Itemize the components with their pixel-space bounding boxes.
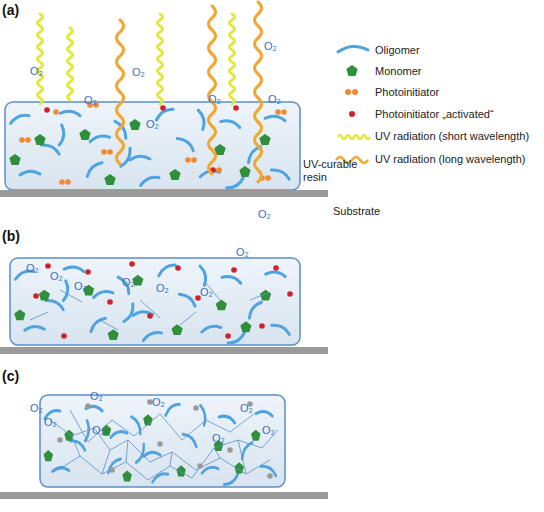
oxygen-label: O₂ — [146, 118, 159, 131]
substrate — [0, 492, 328, 499]
oxygen-label: O₂ — [152, 396, 165, 409]
substrate — [0, 347, 328, 354]
oxygen-label: O₂ — [208, 93, 221, 106]
spent-photoinitiators — [57, 399, 273, 479]
oxygen-label: O₂ — [74, 280, 87, 293]
uv-radiation — [38, 2, 262, 182]
network-lines — [50, 410, 278, 480]
part-label: Substrate — [333, 205, 380, 218]
oxygen-label: O₂ — [26, 262, 39, 275]
oxygen-label: O₂ — [212, 432, 225, 445]
network-lines — [30, 282, 270, 330]
oxygen-label: O₂ — [264, 40, 277, 53]
oxygen-label: O₂ — [132, 66, 145, 79]
oxygen-label: O₂ — [240, 402, 253, 415]
legend-text: UV radiation (long wavelength) — [375, 153, 525, 166]
oxygen-label: O₂ — [30, 65, 43, 78]
legend-text: Photoinitiator — [375, 86, 439, 99]
activated-photoinitiators — [33, 261, 293, 339]
resin-layer — [40, 395, 285, 487]
resin-content — [9, 107, 290, 191]
panel-letter: (a) — [2, 2, 19, 18]
oxygen-label: O₂ — [258, 208, 271, 221]
oxygen-label: O₂ — [90, 390, 103, 403]
resin-layer — [10, 258, 300, 345]
oxygen-label: O₂ — [262, 424, 275, 437]
photoinitiators — [19, 102, 287, 185]
oxygen-label: O₂ — [92, 424, 105, 437]
resin-content — [44, 402, 277, 487]
oxygen-label: O₂ — [50, 270, 63, 283]
oxygen-label: O₂ — [156, 282, 169, 295]
substrate — [0, 190, 328, 197]
panel-letter: (c) — [2, 368, 19, 384]
legend-text: UV radiation (short wavelength) — [375, 130, 529, 143]
oxygen-label: O₂ — [84, 94, 97, 107]
oxygen-label: O₂ — [44, 416, 57, 429]
legend-samples — [336, 46, 370, 163]
legend-text: Oligomer — [375, 44, 420, 57]
part-label: UV-curable resin — [303, 158, 365, 184]
oxygen-label: O₂ — [30, 402, 43, 415]
resin-content — [14, 263, 290, 346]
panel-letter: (b) — [2, 228, 20, 244]
oxygen-label: O₂ — [268, 93, 281, 106]
legend-text: Monomer — [375, 65, 421, 78]
legend-text: Photoinitiator „activated“ — [375, 108, 494, 121]
oxygen-label: O₂ — [236, 246, 249, 259]
oxygen-label: O₂ — [122, 276, 135, 289]
oxygen-label: O₂ — [200, 286, 213, 299]
